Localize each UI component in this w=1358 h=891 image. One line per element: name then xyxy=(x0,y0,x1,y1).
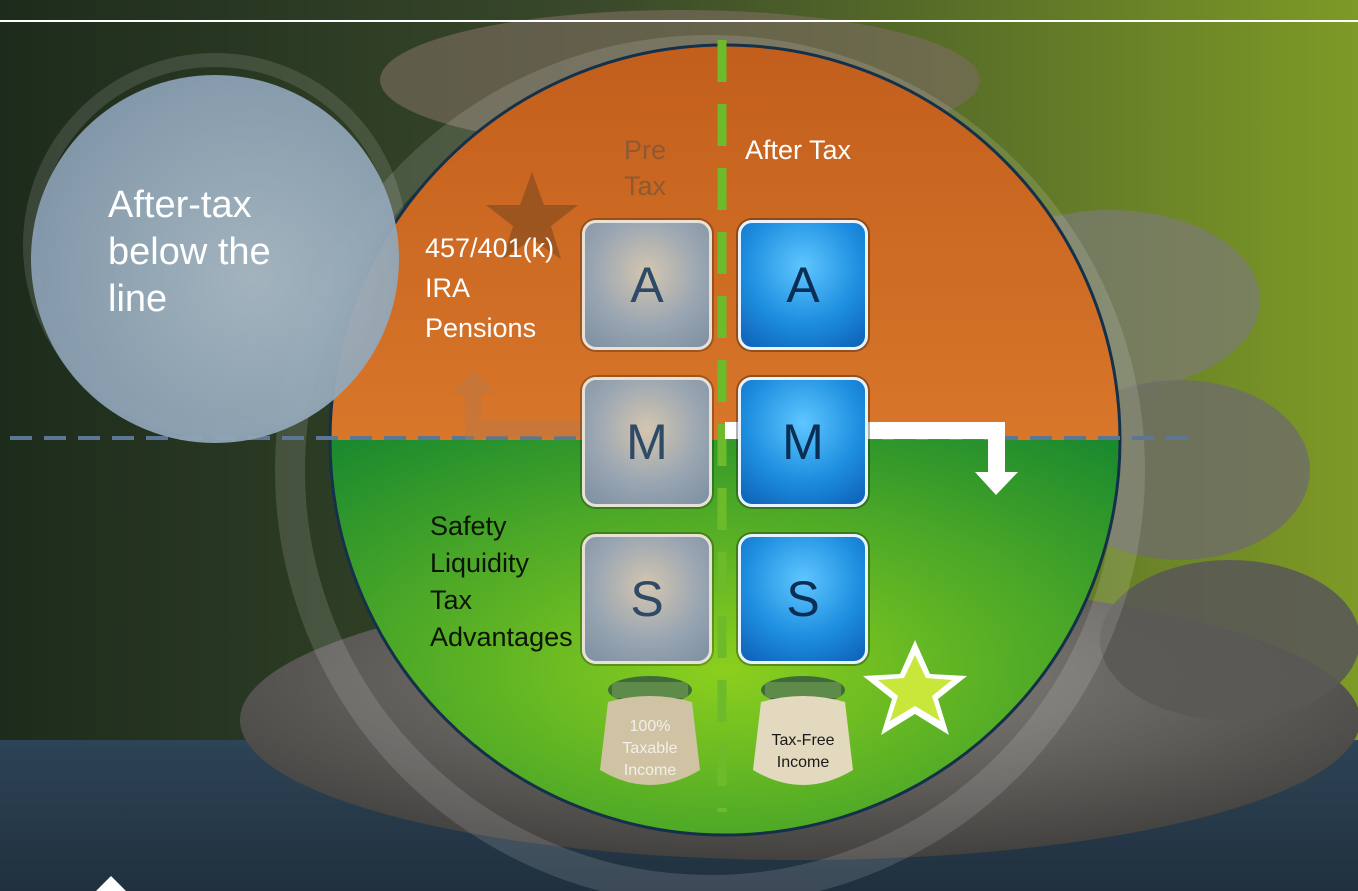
faint-star-icon xyxy=(486,172,578,259)
pre-tax-header-line: Pre xyxy=(623,135,667,165)
tile-after-tax-a: A xyxy=(738,220,868,350)
pre-tax-header-line: Tax xyxy=(623,171,667,201)
after-tax-header: After Tax xyxy=(745,135,852,165)
list-item: Pensions xyxy=(425,313,537,343)
tile-pre-tax-m: M xyxy=(582,377,712,507)
after-tax-bag-label: Tax-Free Income xyxy=(758,730,848,774)
list-item: Safety xyxy=(430,511,507,541)
tile-pre-tax-a: A xyxy=(582,220,712,350)
bag-label-line: Taxable xyxy=(622,740,678,757)
money-bag-pre-tax xyxy=(600,676,700,785)
bubble-line: below the xyxy=(108,231,271,273)
info-bubble xyxy=(31,75,399,443)
logo-icon xyxy=(96,876,126,891)
pre-tax-header: Pre Tax xyxy=(600,132,690,204)
list-item: Tax xyxy=(430,585,473,615)
bubble-line: line xyxy=(108,278,168,320)
list-item: 457/401(k) xyxy=(425,233,555,263)
pre-tax-bag-label: 100% Taxable Income xyxy=(605,716,695,782)
money-bag-after-tax xyxy=(753,676,853,785)
bag-label-line: Tax-Free xyxy=(771,732,835,749)
up-arrow-icon xyxy=(452,370,595,440)
bag-label-line: 100% xyxy=(629,718,671,735)
below-line-list: Safety Liquidity Tax Advantages xyxy=(430,508,573,656)
list-item: Liquidity xyxy=(430,548,530,578)
bag-label-line: Income xyxy=(776,754,830,771)
bubble-line: After-tax xyxy=(108,184,252,226)
tile-after-tax-s: S xyxy=(738,534,868,664)
tile-after-tax-m: M xyxy=(738,377,868,507)
bubble-text: After-tax below the line xyxy=(108,182,348,323)
bag-label-line: Income xyxy=(623,762,677,779)
list-item: Advantages xyxy=(430,622,573,652)
tile-pre-tax-s: S xyxy=(582,534,712,664)
above-line-list: 457/401(k) IRA Pensions xyxy=(425,228,554,348)
list-item: IRA xyxy=(425,273,471,303)
stone-right-low xyxy=(1100,560,1358,720)
